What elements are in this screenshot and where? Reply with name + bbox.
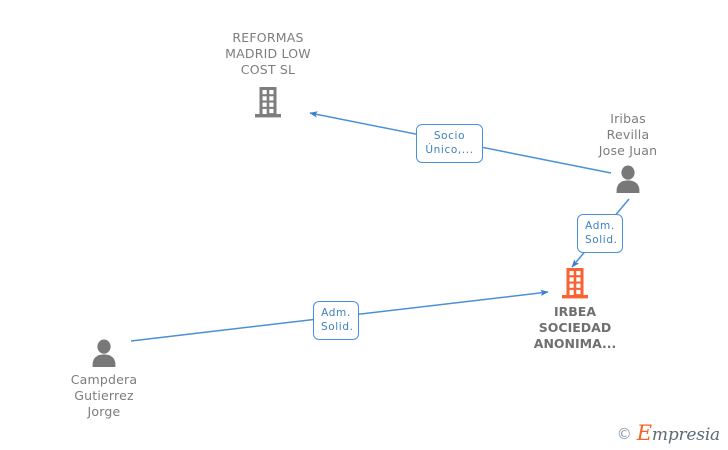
edge-label-adm-solid-iribas[interactable]: Adm. Solid.	[577, 214, 623, 253]
building-icon-wrap-orange	[512, 266, 638, 300]
watermark-empresia: © Empresia	[616, 423, 720, 445]
node-label-reformas: REFORMAS MADRID LOW COST SL	[225, 30, 311, 77]
node-label-irbea: IRBEA SOCIEDAD ANONIMA...	[533, 304, 617, 351]
building-icon	[562, 268, 588, 299]
node-irbea-sociedad-anonima[interactable]: IRBEA SOCIEDAD ANONIMA...	[512, 266, 638, 352]
copyright-icon: ©	[616, 425, 632, 443]
person-icon	[616, 165, 640, 193]
node-label-iribas: Iribas Revilla Jose Juan	[598, 111, 658, 158]
node-campdera-gutierrez-jorge[interactable]: Campdera Gutierrez Jorge	[54, 339, 154, 420]
edge-label-socio-unico[interactable]: Socio Único,...	[416, 124, 483, 163]
person-icon	[92, 339, 116, 367]
person-icon-wrap	[54, 339, 154, 367]
edge-label-adm-solid-campdera[interactable]: Adm. Solid.	[313, 301, 359, 340]
node-iribas-revilla-jose-juan[interactable]: Iribas Revilla Jose Juan	[578, 111, 678, 193]
person-icon-wrap	[578, 165, 678, 193]
brand-initial: E	[636, 421, 652, 445]
brand-name: Empresia	[637, 423, 720, 445]
node-reformas-madrid-low-cost-sl[interactable]: REFORMAS MADRID LOW COST SL	[205, 30, 331, 119]
node-label-campdera: Campdera Gutierrez Jorge	[70, 372, 138, 419]
brand-rest: mpresia	[651, 425, 720, 445]
building-icon-wrap	[205, 85, 331, 119]
building-icon	[255, 87, 281, 118]
